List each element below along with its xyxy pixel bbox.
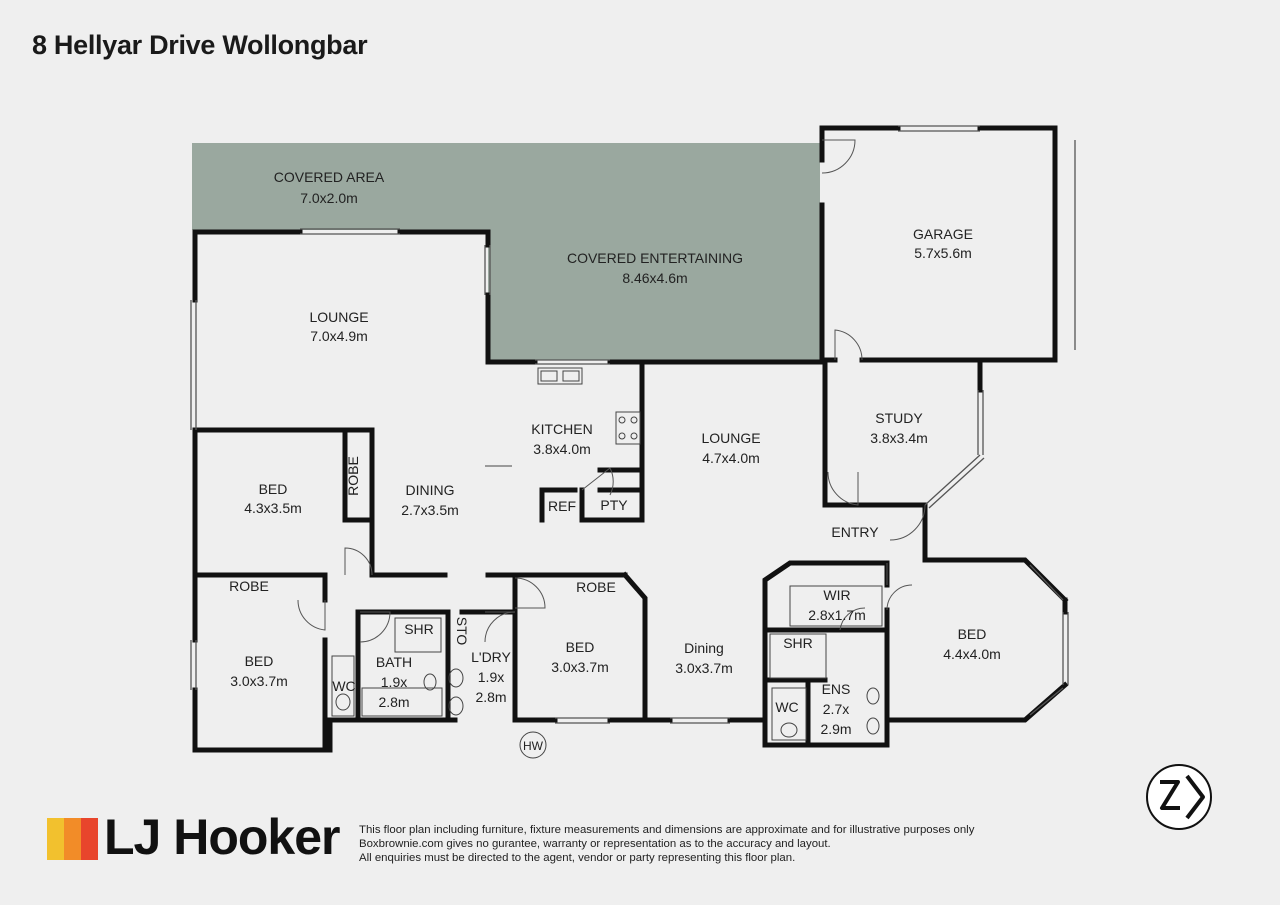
north-arrow-icon	[1146, 764, 1212, 830]
hot-water-label: HW	[523, 739, 544, 753]
page-title: 8 Hellyar Drive Wollongbar	[32, 30, 368, 60]
bath-dims-a: 1.9x	[381, 674, 407, 690]
lounge-2-name: LOUNGE	[701, 430, 760, 446]
covered-entertaining-name: COVERED ENTERTAINING	[567, 250, 743, 266]
dining-1-dims: 2.7x3.5m	[401, 502, 459, 518]
wc-label-1: WC	[332, 678, 355, 694]
pty-label: PTY	[600, 497, 628, 513]
laundry-name: L'DRY	[471, 649, 511, 665]
wc-label-2: WC	[775, 699, 798, 715]
wir-dims: 2.8x1.7m	[808, 607, 866, 623]
robe-label-2: ROBE	[229, 578, 269, 594]
bed-2-dims: 3.0x3.7m	[230, 673, 288, 689]
kitchen-dims: 3.8x4.0m	[533, 441, 591, 457]
dining-2-name: Dining	[684, 640, 724, 656]
dining-2-dims: 3.0x3.7m	[675, 660, 733, 676]
disclaimer-line-3: All enquiries must be directed to the ag…	[359, 852, 796, 864]
bed-master-name: BED	[958, 626, 987, 642]
lounge-main-dims: 7.0x4.9m	[310, 328, 368, 344]
covered-area-fill	[192, 143, 820, 360]
walls	[192, 125, 1069, 753]
ref-label: REF	[548, 498, 576, 514]
bath-dims-b: 2.8m	[378, 694, 409, 710]
ens-name: ENS	[822, 681, 851, 697]
logo-wordmark: LJ Hooker	[104, 809, 341, 865]
dining-1-name: DINING	[406, 482, 455, 498]
lounge-2-dims: 4.7x4.0m	[702, 450, 760, 466]
disclaimer-line-1: This floor plan including furniture, fix…	[359, 824, 975, 836]
bed-3-dims: 3.0x3.7m	[551, 659, 609, 675]
laundry-dims-a: 1.9x	[478, 669, 504, 685]
door-swings	[297, 139, 926, 643]
windows	[190, 125, 1076, 724]
laundry-dims-b: 2.8m	[475, 689, 506, 705]
shower-label-1: SHR	[404, 621, 434, 637]
fixtures	[331, 367, 883, 759]
ens-dims-a: 2.7x	[823, 701, 849, 717]
lounge-main-name: LOUNGE	[309, 309, 368, 325]
study-dims: 3.8x3.4m	[870, 430, 928, 446]
covered-area-dims: 7.0x2.0m	[300, 190, 358, 206]
shower-label-2: SHR	[783, 635, 813, 651]
storage-label: STO	[454, 617, 470, 646]
study-name: STUDY	[875, 410, 923, 426]
ens-dims-b: 2.9m	[820, 721, 851, 737]
bed-1-dims: 4.3x3.5m	[244, 500, 302, 516]
bath-name: BATH	[376, 654, 412, 670]
kitchen-name: KITCHEN	[531, 421, 592, 437]
covered-area-name: COVERED AREA	[274, 169, 385, 185]
entry-label: ENTRY	[831, 524, 879, 540]
bed-2-name: BED	[245, 653, 274, 669]
disclaimer-line-2: Boxbrownie.com gives no gurantee, warran…	[359, 838, 831, 850]
bed-3-name: BED	[566, 639, 595, 655]
lj-hooker-logo-mark	[47, 818, 98, 860]
garage-dims: 5.7x5.6m	[914, 245, 972, 261]
robe-label-1: ROBE	[345, 456, 361, 496]
bed-master-dims: 4.4x4.0m	[943, 646, 1001, 662]
bed-1-name: BED	[259, 481, 288, 497]
garage-name: GARAGE	[913, 226, 973, 242]
robe-label-3: ROBE	[576, 579, 616, 595]
wir-name: WIR	[823, 587, 850, 603]
disclaimer: This floor plan including furniture, fix…	[359, 823, 1059, 865]
covered-entertaining-dims: 8.46x4.6m	[622, 270, 687, 286]
